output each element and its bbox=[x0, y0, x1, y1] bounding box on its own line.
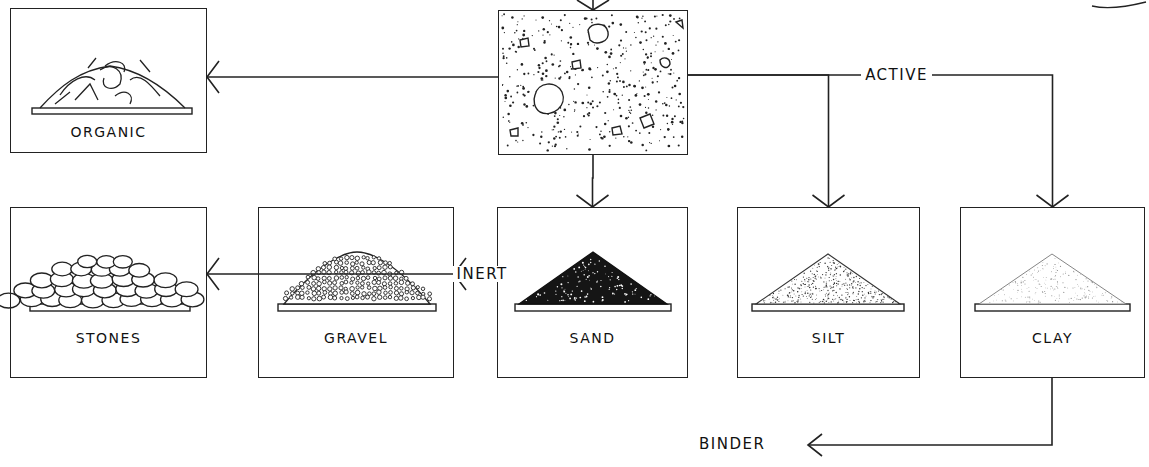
node-label: SAND bbox=[570, 331, 616, 346]
note-label: BINDER bbox=[695, 436, 769, 453]
soil-pebbles bbox=[510, 20, 683, 136]
sand-box: SAND bbox=[497, 207, 688, 378]
incoming-arrow bbox=[577, 0, 609, 10]
silt-texture bbox=[763, 257, 896, 303]
sketch-fragment bbox=[1092, 2, 1146, 8]
stones-pile bbox=[0, 255, 204, 308]
node-label: ORGANIC bbox=[70, 125, 146, 140]
connector-arrow bbox=[577, 155, 609, 207]
soil-sample-box bbox=[498, 10, 688, 155]
gravel-pile bbox=[283, 255, 431, 301]
node-label: GRAVEL bbox=[324, 331, 388, 346]
stones-box: STONES bbox=[10, 207, 207, 378]
silt-pile bbox=[756, 254, 900, 304]
connector-arrow bbox=[688, 75, 845, 207]
pile-trays bbox=[30, 108, 1130, 311]
connector-arrow bbox=[207, 61, 498, 93]
node-label: SILT bbox=[812, 331, 845, 346]
soil-texture bbox=[501, 13, 684, 151]
gravel-box: GRAVEL bbox=[258, 207, 454, 378]
silt-box: SILT bbox=[737, 207, 920, 378]
connector-arrow bbox=[688, 75, 1069, 207]
node-label: CLAY bbox=[1032, 331, 1073, 346]
edge-label: ACTIVE bbox=[861, 67, 932, 84]
clay-box: CLAY bbox=[960, 207, 1145, 378]
clay-texture bbox=[989, 258, 1122, 303]
edge-label: INERT bbox=[453, 266, 512, 283]
sand-pile bbox=[519, 252, 667, 304]
clay-pile bbox=[979, 254, 1126, 304]
organic-box: ORGANIC bbox=[10, 8, 207, 153]
sand-texture bbox=[526, 259, 655, 303]
gravel-outline bbox=[284, 252, 430, 304]
organic-pile bbox=[40, 58, 185, 108]
binder-leader bbox=[808, 378, 1052, 456]
node-label: STONES bbox=[76, 331, 142, 346]
